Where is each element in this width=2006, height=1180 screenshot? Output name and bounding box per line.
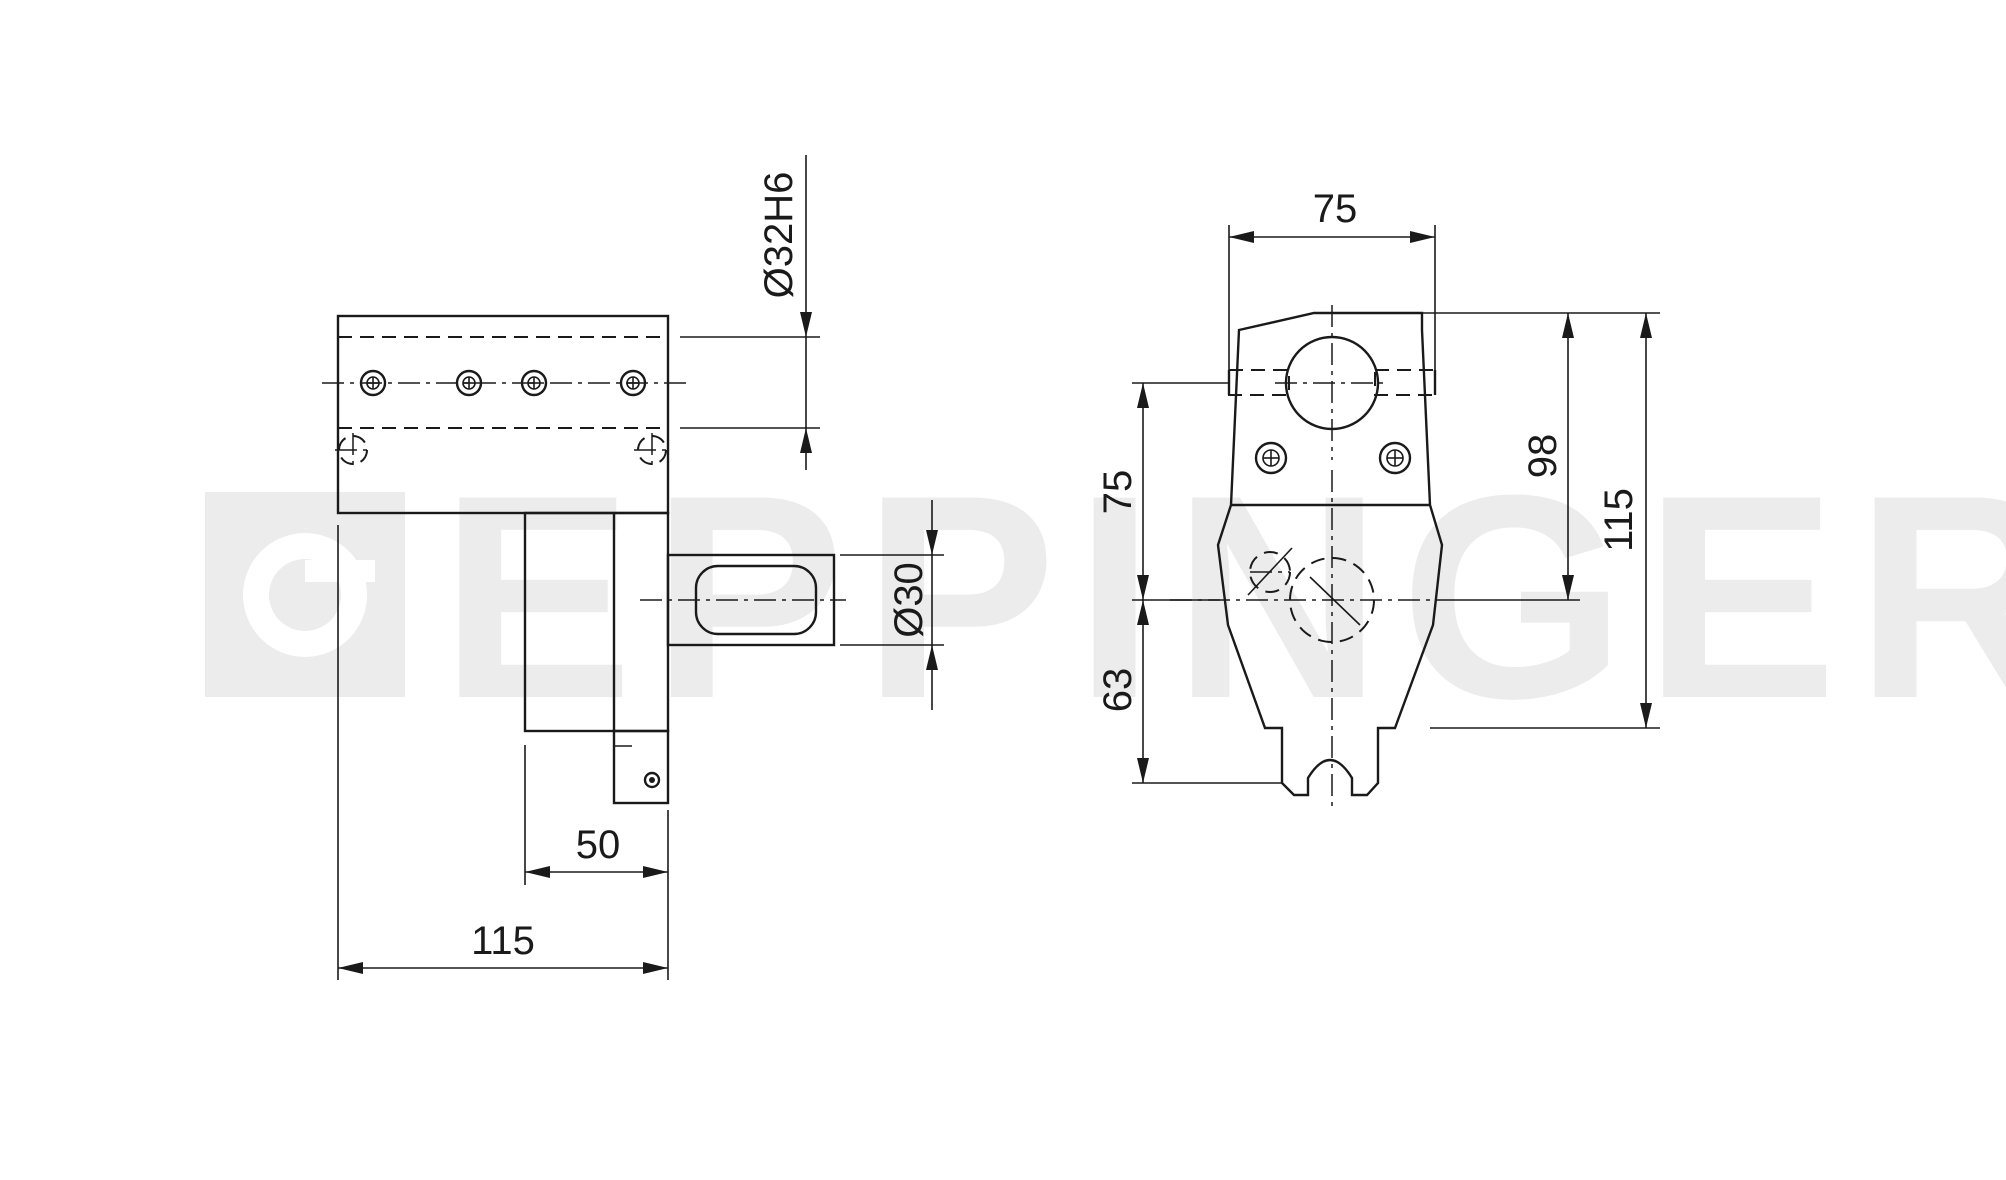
eppinger-logo-icon bbox=[205, 492, 405, 697]
side-bottom-tab bbox=[612, 729, 670, 805]
dim-bore-label: Ø32H6 bbox=[757, 172, 801, 299]
side-screw-icon bbox=[619, 369, 647, 397]
watermark-text: EPPINGER bbox=[440, 435, 2006, 759]
dim-spindle-label: Ø30 bbox=[887, 562, 931, 638]
side-screw-icon bbox=[520, 369, 548, 397]
watermark: EPPINGER bbox=[205, 435, 2006, 759]
dim-height-total-label: 115 bbox=[1597, 488, 1641, 552]
spindle bbox=[640, 553, 846, 647]
dim-height-98-label: 98 bbox=[1521, 434, 1565, 479]
side-view bbox=[322, 314, 846, 805]
side-screw-icon bbox=[359, 369, 387, 397]
dim-offset-label: 50 bbox=[576, 823, 621, 867]
hidden-pin-icon bbox=[634, 433, 672, 470]
side-view-dimensions: Ø32H6 Ø30 50 115 bbox=[337, 155, 944, 980]
front-view bbox=[1170, 305, 1450, 810]
side-screw-icon bbox=[455, 369, 483, 397]
front-screw-icon bbox=[1378, 441, 1412, 475]
dim-width-label: 75 bbox=[1313, 187, 1358, 231]
dim-height-lower-label: 63 bbox=[1096, 668, 1140, 713]
front-view-dimensions: 75 75 63 98 115 bbox=[1096, 187, 1660, 784]
side-clamp-block bbox=[336, 314, 670, 515]
dim-height-upper-label: 75 bbox=[1096, 470, 1140, 515]
dim-length-label: 115 bbox=[471, 919, 535, 963]
front-body-outline bbox=[1216, 311, 1444, 797]
front-screw-icon bbox=[1254, 441, 1288, 475]
hidden-pin-icon bbox=[335, 433, 372, 470]
